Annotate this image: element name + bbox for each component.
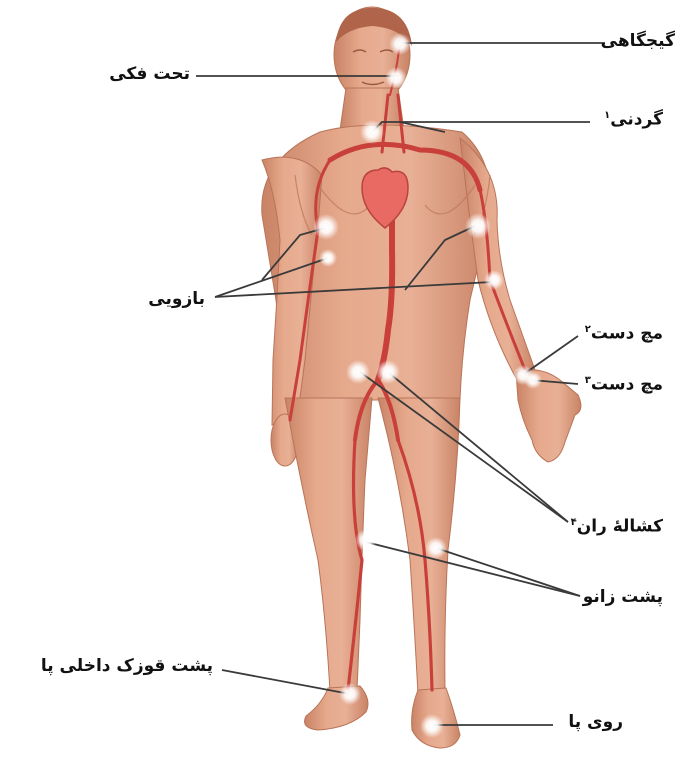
pulse-point-posterior-tibial: [339, 683, 361, 705]
label-temporal: گیجگاهی: [601, 31, 675, 51]
label-carotid: گردنی۱: [604, 106, 663, 130]
pulse-point-carotid: [360, 120, 384, 144]
pulse-point-brachial-left-2: [319, 249, 337, 267]
label-wrist-b: مچ دست۳: [585, 371, 663, 395]
pulse-point-popliteal-left: [355, 529, 377, 551]
pulse-point-femoral-left: [346, 360, 370, 384]
label-wrist-a: مچ دست۲: [585, 320, 663, 344]
pulse-point-dorsalis-pedis: [420, 714, 444, 738]
pulse-point-temporal: [389, 33, 411, 55]
label-femoral: کشالهٔ ران۴: [571, 513, 663, 537]
pulse-point-brachial-right-2: [484, 270, 504, 290]
leader-popliteal-a: [366, 542, 580, 596]
pulse-point-brachial-left: [313, 214, 339, 240]
pulse-point-wrist-b: [524, 371, 542, 389]
label-dorsalis-pedis: روی پا: [568, 712, 623, 732]
pulse-point-submandibular: [385, 67, 407, 89]
leader-popliteal-b: [436, 548, 580, 596]
label-submandibular: تحت فکی: [109, 64, 190, 84]
pulse-point-brachial-right: [465, 213, 491, 239]
label-posterior-tibial: پشت قوزک داخلی پا: [41, 656, 213, 676]
leg-right: [378, 398, 460, 694]
label-brachial: بازویی: [148, 289, 205, 309]
pulse-point-popliteal-right: [425, 537, 447, 559]
leader-wrist-a: [524, 336, 578, 374]
label-popliteal: پشت زانو: [583, 587, 663, 607]
pulse-point-femoral-right: [376, 360, 400, 384]
